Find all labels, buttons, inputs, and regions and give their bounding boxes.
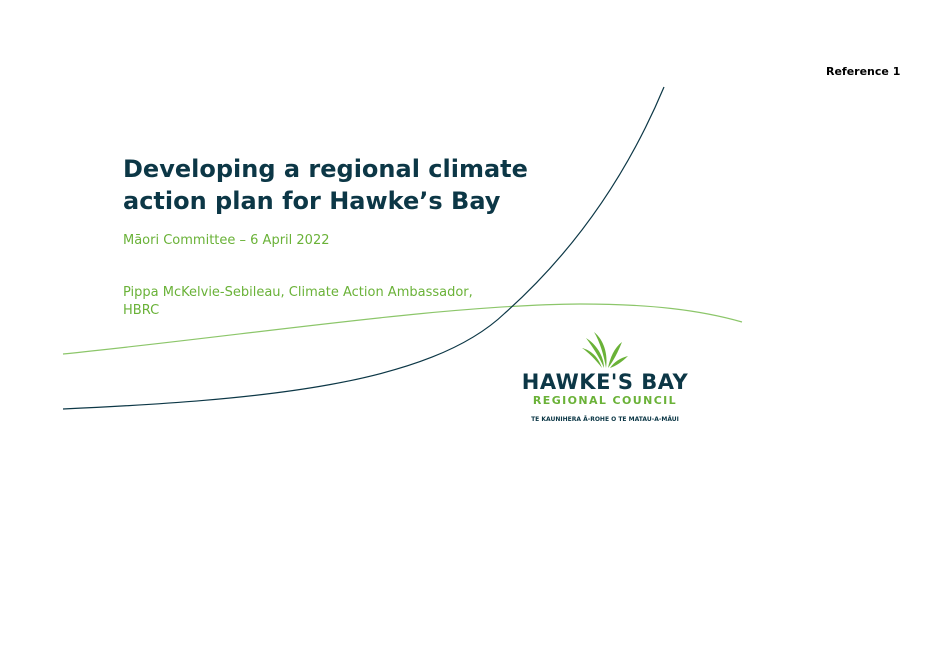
- logo-name: HAWKE'S BAY: [521, 370, 689, 394]
- slide-title-line-2: action plan for Hawke’s Bay: [123, 187, 501, 215]
- slide-title: Developing a regional climate action pla…: [123, 153, 543, 217]
- presenter-info: Pippa McKelvie-Sebileau, Climate Action …: [123, 284, 473, 320]
- meeting-subtitle: Māori Committee – 6 April 2022: [123, 233, 330, 248]
- navy-rising-curve: [62, 86, 665, 410]
- slide-title-line-1: Developing a regional climate: [123, 155, 528, 183]
- logo-maori-name: TE KAUNIHERA Ā-ROHE O TE MATAU-A-MĀUI: [531, 416, 679, 423]
- fern-leaves-icon: [582, 332, 628, 368]
- presenter-line-2: HBRC: [123, 303, 160, 318]
- presenter-line-1: Pippa McKelvie-Sebileau, Climate Action …: [123, 285, 473, 300]
- hbrc-logo: HAWKE'S BAY REGIONAL COUNCIL TE KAUNIHER…: [515, 330, 695, 430]
- logo-subtitle: REGIONAL COUNCIL: [532, 394, 678, 407]
- reference-label: Reference 1: [826, 65, 901, 78]
- green-arc-curve: [62, 303, 743, 355]
